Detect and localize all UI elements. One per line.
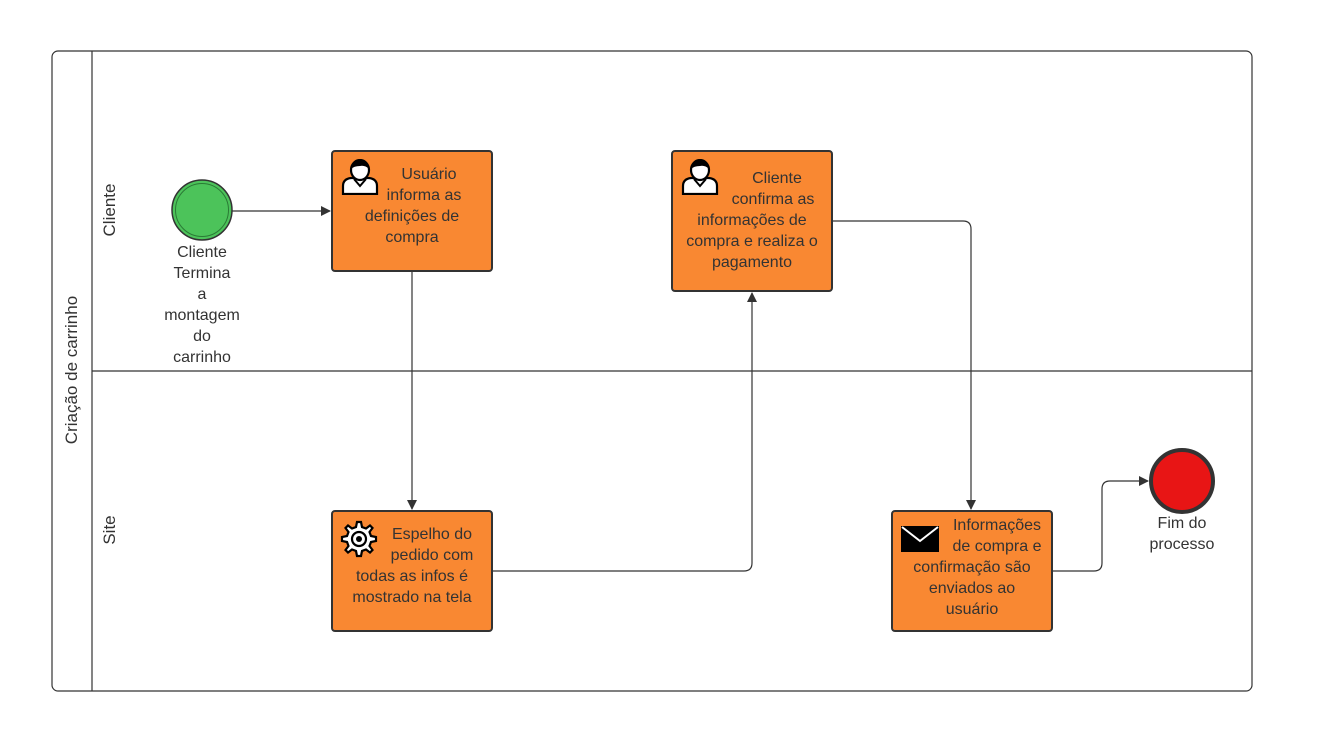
task-line: compra (385, 229, 439, 246)
end-event-label-line: processo (1149, 536, 1215, 553)
task-line: pedido com (390, 547, 474, 564)
flow-client-confirm-to-info-sent (833, 220, 976, 510)
start-event-label-line: montagem (164, 307, 240, 324)
task-line: usuário (945, 601, 999, 618)
task-order-mirror-text: Espelho do pedido com todas as infos é m… (333, 524, 491, 608)
lane-label-site: Site (100, 515, 119, 545)
task-line: pagamento (711, 254, 793, 271)
gear-icon (340, 520, 378, 558)
user-icon (341, 159, 379, 195)
start-event-label-line: carrinho (173, 349, 231, 366)
lane-label-cliente: Cliente (100, 183, 119, 237)
task-line: informações de (697, 212, 807, 229)
task-order-mirror[interactable]: Espelho do pedido com todas as infos é m… (331, 510, 493, 632)
start-event-label: Cliente Termina a montagem do carrinho (142, 242, 262, 368)
task-line: Informações (952, 517, 1042, 534)
start-event-inner-ring (175, 183, 229, 237)
end-event (1149, 448, 1215, 514)
task-info-sent-text: Informações de compra e confirmação são … (893, 515, 1051, 620)
end-event-label: Fim do processo (1132, 513, 1232, 555)
task-client-confirm-text: Cliente confirma as informações de compr… (673, 168, 831, 273)
task-line: confirma as (731, 191, 815, 208)
pool-label: Criação de carrinho (62, 295, 81, 445)
task-line: Usuário (401, 166, 457, 183)
start-event-label-line: do (193, 328, 211, 345)
flow-order-mirror-to-client-confirm (493, 292, 757, 572)
start-event-label-line: a (197, 286, 207, 303)
task-line: Espelho do (391, 526, 473, 543)
end-event-label-line: Fim do (1157, 515, 1207, 532)
user-icon (681, 159, 719, 195)
task-user-info[interactable]: Usuário informa as definições de compra (331, 150, 493, 272)
task-user-info-text: Usuário informa as definições de compra (333, 164, 491, 248)
start-event-label-line: Cliente (177, 244, 227, 261)
task-line: enviados ao (928, 580, 1016, 597)
task-line: compra e realiza o (686, 233, 818, 250)
task-line: definições de (364, 208, 460, 225)
start-event (171, 179, 233, 241)
task-client-confirm[interactable]: Cliente confirma as informações de compr… (671, 150, 833, 292)
envelope-icon (901, 526, 939, 552)
task-line: Cliente (752, 170, 802, 187)
task-line: informa as (386, 187, 462, 204)
task-line: todas as infos é (355, 568, 469, 585)
task-line: de compra e (952, 538, 1042, 555)
task-line: mostrado na tela (352, 589, 472, 606)
flow-info-sent-to-end (1053, 476, 1149, 572)
task-info-sent[interactable]: Informações de compra e confirmação são … (891, 510, 1053, 632)
task-line: confirmação são (913, 559, 1031, 576)
start-event-label-line: Termina (173, 265, 231, 282)
